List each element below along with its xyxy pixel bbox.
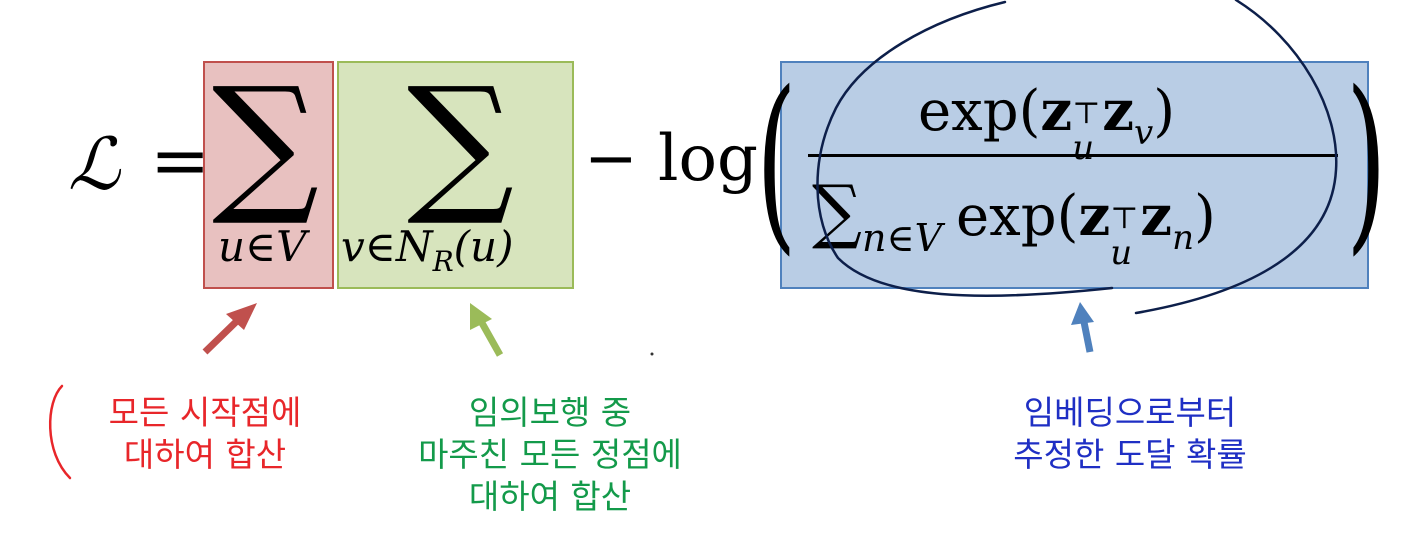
numerator-transpose: ⊤ xyxy=(1072,96,1101,131)
inner-sum-highlight-box xyxy=(337,61,574,289)
negative-log: − log xyxy=(584,122,758,196)
green-arrow xyxy=(470,303,504,357)
inner-sum-subscript: v∈NR(u) xyxy=(341,222,514,278)
inner-sum-label-line-2: 마주친 모든 정점에 xyxy=(418,435,682,474)
inner-sum-label-line-1: 임의보행 중 xyxy=(468,393,632,432)
denominator-z-n: z xyxy=(1140,183,1173,249)
handwritten-ellipse xyxy=(816,0,1114,298)
inner-sum-symbol: ∑ xyxy=(407,56,515,230)
outer-sum-label-line-1: 모든 시작점에 xyxy=(108,393,302,432)
handwritten-bracket xyxy=(48,384,72,480)
inner-sum-subscript-index: R xyxy=(432,245,454,278)
inner-sum-subscript-arg: (u) xyxy=(453,222,514,271)
inner-sum-subscript-main: v∈N xyxy=(341,222,433,271)
probability-label: 임베딩으로부터 추정한 도달 확률 xyxy=(930,392,1330,476)
ink-dot xyxy=(650,352,654,356)
handwritten-ellipse-right xyxy=(1134,0,1338,315)
outer-sum-label-line-2: 대하여 합산 xyxy=(123,435,287,474)
loss-symbol: ℒ xyxy=(68,122,120,206)
blue-arrow xyxy=(1071,302,1094,353)
left-paren: ( xyxy=(756,51,797,272)
denominator-sum-subscript: n∈V xyxy=(861,216,943,260)
denominator-close: ) xyxy=(1193,184,1216,249)
outer-sum-label: 모든 시작점에 대하여 합산 xyxy=(40,392,370,476)
red-arrow xyxy=(202,303,257,355)
outer-sum-subscript: u∈V xyxy=(218,222,307,271)
numerator-sub-v: v xyxy=(1134,113,1154,153)
equals-sign: = xyxy=(150,118,211,202)
numerator-close: ) xyxy=(1153,79,1176,144)
denominator-transpose: ⊤ xyxy=(1110,201,1139,236)
denominator-z-u: z xyxy=(1078,183,1111,249)
outer-sum-symbol: ∑ xyxy=(212,56,320,230)
numerator-exp: exp( xyxy=(918,79,1041,144)
denominator-exp: exp( xyxy=(956,184,1079,249)
fraction-bar xyxy=(808,154,1338,157)
denominator-sub-n: n xyxy=(1172,218,1194,258)
probability-label-line-1: 임베딩으로부터 xyxy=(1023,393,1237,432)
outer-sum-highlight-box xyxy=(203,61,334,289)
inner-sum-label-line-3: 대하여 합산 xyxy=(468,477,632,516)
numerator-sub-u: u xyxy=(1072,128,1095,168)
right-paren: ) xyxy=(1346,51,1387,272)
numerator-z-v: z xyxy=(1102,78,1135,144)
inner-sum-label: 임의보행 중 마주친 모든 정점에 대하여 합산 xyxy=(345,392,755,518)
denominator-sub-u: u xyxy=(1110,233,1133,273)
probability-highlight-box xyxy=(780,61,1369,289)
probability-label-line-2: 추정한 도달 확률 xyxy=(1013,435,1247,474)
numerator-z-u: z xyxy=(1040,78,1073,144)
